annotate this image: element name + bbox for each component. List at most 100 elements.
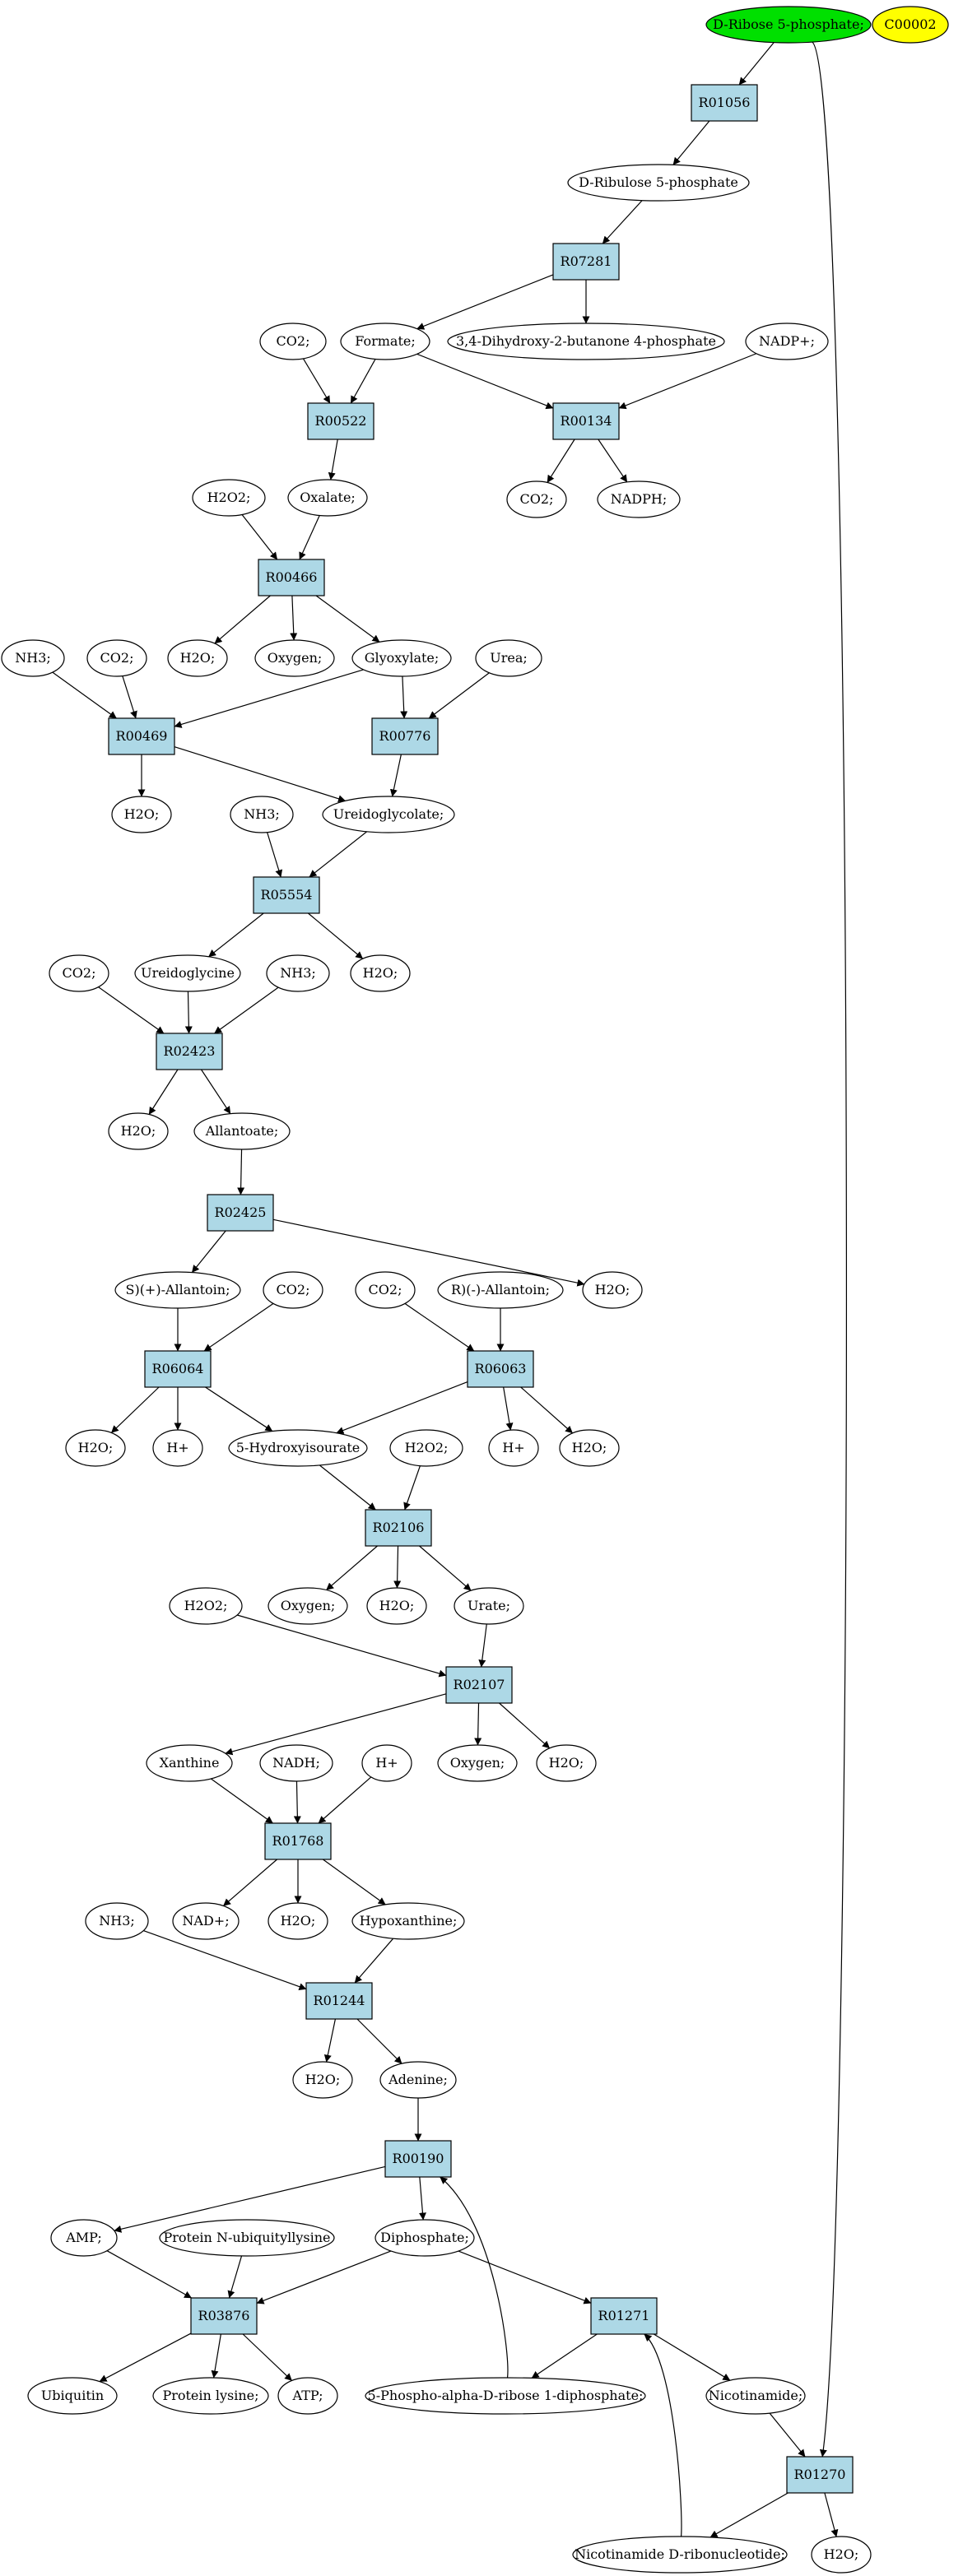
compound-node-n_amp[interactable]: AMP; — [50, 2219, 118, 2257]
compound-node-n_urate[interactable]: Urate; — [454, 1587, 524, 1625]
reaction-node-R03876[interactable]: R03876 — [190, 2297, 258, 2335]
compound-node-n_nadph[interactable]: NADPH; — [597, 480, 681, 518]
compound-node-n_ureidoglycolate[interactable]: Ureidoglycolate; — [322, 796, 455, 833]
compound-node-n_oxygen_c[interactable]: Oxygen; — [437, 1744, 518, 1782]
reaction-node-R00134[interactable]: R00134 — [552, 402, 620, 440]
compound-node-n_protein_nub[interactable]: Protein N-ubiquityllysine — [159, 2219, 335, 2257]
reaction-box — [786, 2456, 854, 2494]
reaction-node-R01768[interactable]: R01768 — [264, 1822, 332, 1860]
reaction-node-R00469[interactable]: R00469 — [108, 717, 175, 755]
node-label: R02107 — [454, 1677, 505, 1692]
compound-node-n_h2o_g[interactable]: H2O; — [559, 1429, 620, 1467]
compound-node-n_ubiquitin[interactable]: Ubiquitin — [27, 2377, 118, 2415]
compound-node-n_co2_b[interactable]: CO2; — [506, 480, 567, 518]
reaction-node-R02423[interactable]: R02423 — [156, 1033, 223, 1070]
compound-node-n_h2o2_c[interactable]: H2O2; — [169, 1587, 243, 1625]
compound-node-n_diphosphate[interactable]: Diphosphate; — [375, 2219, 475, 2257]
compound-ellipse — [152, 2377, 269, 2415]
reaction-node-R02425[interactable]: R02425 — [207, 1194, 274, 1232]
node-label: Protein N-ubiquityllysine — [163, 2230, 330, 2245]
compound-node-n_c00002[interactable]: C00002 — [872, 6, 949, 44]
compound-node-n_h2o_a[interactable]: H2O; — [167, 639, 228, 677]
compound-node-n_h2o_l[interactable]: H2O; — [811, 2536, 872, 2574]
compound-node-n_h2o_k[interactable]: H2O; — [292, 2061, 353, 2099]
reaction-node-R02106[interactable]: R02106 — [365, 1509, 432, 1547]
compound-node-n_5hiu[interactable]: 5-Hydroxyisourate — [228, 1429, 368, 1467]
compound-node-n_nh3_b[interactable]: NH3; — [230, 796, 294, 833]
compound-node-n_hplus_c[interactable]: H+ — [361, 1744, 412, 1782]
edge-n_co2_f-to-R06063 — [404, 1302, 475, 1352]
compound-node-n_allantoate[interactable]: Allantoate; — [193, 1112, 291, 1150]
node-label: Formate; — [355, 333, 416, 349]
compound-node-n_ribose5p[interactable]: D-Ribose 5-phosphate; — [705, 6, 872, 44]
compound-node-n_h2o_f[interactable]: H2O; — [65, 1429, 126, 1467]
compound-ellipse — [277, 2377, 338, 2415]
compound-node-n_oxygen_b[interactable]: Oxygen; — [268, 1587, 348, 1625]
reaction-node-R07281[interactable]: R07281 — [552, 243, 620, 281]
reaction-node-R01271[interactable]: R01271 — [590, 2297, 658, 2335]
compound-node-n_co2_c[interactable]: CO2; — [86, 639, 147, 677]
compound-node-n_atp[interactable]: ATP; — [277, 2377, 338, 2415]
compound-node-n_nadp[interactable]: NADP+; — [745, 323, 829, 360]
compound-node-n_h2o_d[interactable]: H2O; — [108, 1112, 169, 1150]
compound-node-n_h2o_i[interactable]: H2O; — [536, 1744, 597, 1782]
compound-node-n_dhbp[interactable]: 3,4-Dihydroxy-2-butanone 4-phosphate — [447, 323, 725, 360]
compound-node-n_h2o_b[interactable]: H2O; — [111, 796, 172, 833]
compound-node-n_co2_a[interactable]: CO2; — [259, 323, 327, 360]
node-label: NAD+; — [182, 1913, 229, 1929]
compound-node-n_nh3_d[interactable]: NH3; — [85, 1902, 149, 1940]
reaction-node-R06063[interactable]: R06063 — [467, 1350, 534, 1388]
edge-R00190-to-n_diphosphate — [418, 2176, 426, 2221]
compound-node-n_ureidoglycine[interactable]: Ureidoglycine — [134, 954, 241, 992]
compound-node-n_nadh[interactable]: NADH; — [259, 1744, 333, 1782]
compound-node-n_nadplus[interactable]: NAD+; — [172, 1902, 240, 1940]
reaction-node-R05554[interactable]: R05554 — [253, 876, 320, 914]
compound-node-n_formate[interactable]: Formate; — [340, 323, 430, 360]
compound-node-n_oxalate[interactable]: Oxalate; — [287, 479, 368, 517]
compound-ellipse — [447, 323, 725, 360]
compound-node-n_co2_e[interactable]: CO2; — [263, 1271, 323, 1309]
reaction-node-R01270[interactable]: R01270 — [786, 2456, 854, 2494]
reaction-node-R01056[interactable]: R01056 — [691, 84, 758, 122]
compound-node-n_h2o_c[interactable]: H2O; — [350, 954, 411, 992]
compound-node-n_urea[interactable]: Urea; — [475, 639, 542, 677]
compound-node-n_adenine[interactable]: Adenine; — [379, 2061, 457, 2099]
compound-node-n_r_allantoin[interactable]: R)(-)-Allantoin; — [437, 1271, 564, 1309]
compound-node-n_co2_d[interactable]: CO2; — [49, 954, 109, 992]
compound-node-n_s_allantoin[interactable]: S)(+)-Allantoin; — [114, 1271, 241, 1309]
reaction-node-R00522[interactable]: R00522 — [307, 402, 375, 440]
compound-node-n_h2o2_a[interactable]: H2O2; — [192, 479, 266, 517]
compound-ellipse — [389, 1429, 463, 1467]
edge-R03876-to-n_ubiquitin — [99, 2332, 192, 2383]
compound-node-n_h2o_j[interactable]: H2O; — [268, 1902, 328, 1940]
edge-n_co2_d-to-R02423 — [98, 986, 165, 1034]
reaction-node-R06064[interactable]: R06064 — [144, 1350, 212, 1388]
compound-node-n_h2o_h[interactable]: H2O; — [366, 1587, 427, 1625]
compound-node-n_nicotinamide[interactable]: Nicotinamide; — [705, 2377, 806, 2415]
compound-node-n_hplus_b[interactable]: H+ — [488, 1429, 539, 1467]
compound-node-n_h2o2_b[interactable]: H2O2; — [389, 1429, 463, 1467]
compound-node-n_hplus_a[interactable]: H+ — [152, 1429, 203, 1467]
compound-node-n_nh3_c[interactable]: NH3; — [266, 954, 330, 992]
compound-node-n_glyoxylate[interactable]: Glyoxylate; — [351, 639, 452, 677]
compound-node-n_h2o_e[interactable]: H2O; — [582, 1271, 643, 1309]
compound-node-n_hypoxanthine[interactable]: Hypoxanthine; — [351, 1902, 465, 1940]
compound-node-n_xanthine[interactable]: Xanthine — [146, 1744, 233, 1782]
edge-n_protein_nub-to-R03876 — [227, 2255, 243, 2299]
reaction-node-R02107[interactable]: R02107 — [445, 1666, 513, 1704]
compound-node-n_nmn[interactable]: Nicotinamide D-ribonucleotide; — [572, 2536, 788, 2574]
reaction-node-R01244[interactable]: R01244 — [305, 1982, 373, 2020]
compound-ellipse — [108, 1112, 169, 1150]
compound-node-n_oxygen_a[interactable]: Oxygen; — [254, 639, 335, 677]
compound-node-n_nh3_a[interactable]: NH3; — [1, 639, 65, 677]
reaction-node-R00776[interactable]: R00776 — [371, 717, 439, 755]
reaction-node-R00466[interactable]: R00466 — [258, 559, 325, 596]
compound-ellipse — [567, 164, 750, 202]
compound-node-n_ribulose5p[interactable]: D-Ribulose 5-phosphate — [567, 164, 750, 202]
node-layer: D-Ribose 5-phosphate;C00002R01056D-Ribul… — [1, 6, 949, 2574]
compound-node-n_co2_f[interactable]: CO2; — [355, 1271, 416, 1309]
compound-node-n_protein_lys[interactable]: Protein lysine; — [152, 2377, 269, 2415]
reaction-node-R00190[interactable]: R00190 — [384, 2140, 452, 2178]
edge-R05554-to-n_ureidoglycine — [208, 912, 264, 958]
compound-node-n_prpp[interactable]: 5-Phospho-alpha-D-ribose 1-diphosphate; — [365, 2377, 646, 2415]
